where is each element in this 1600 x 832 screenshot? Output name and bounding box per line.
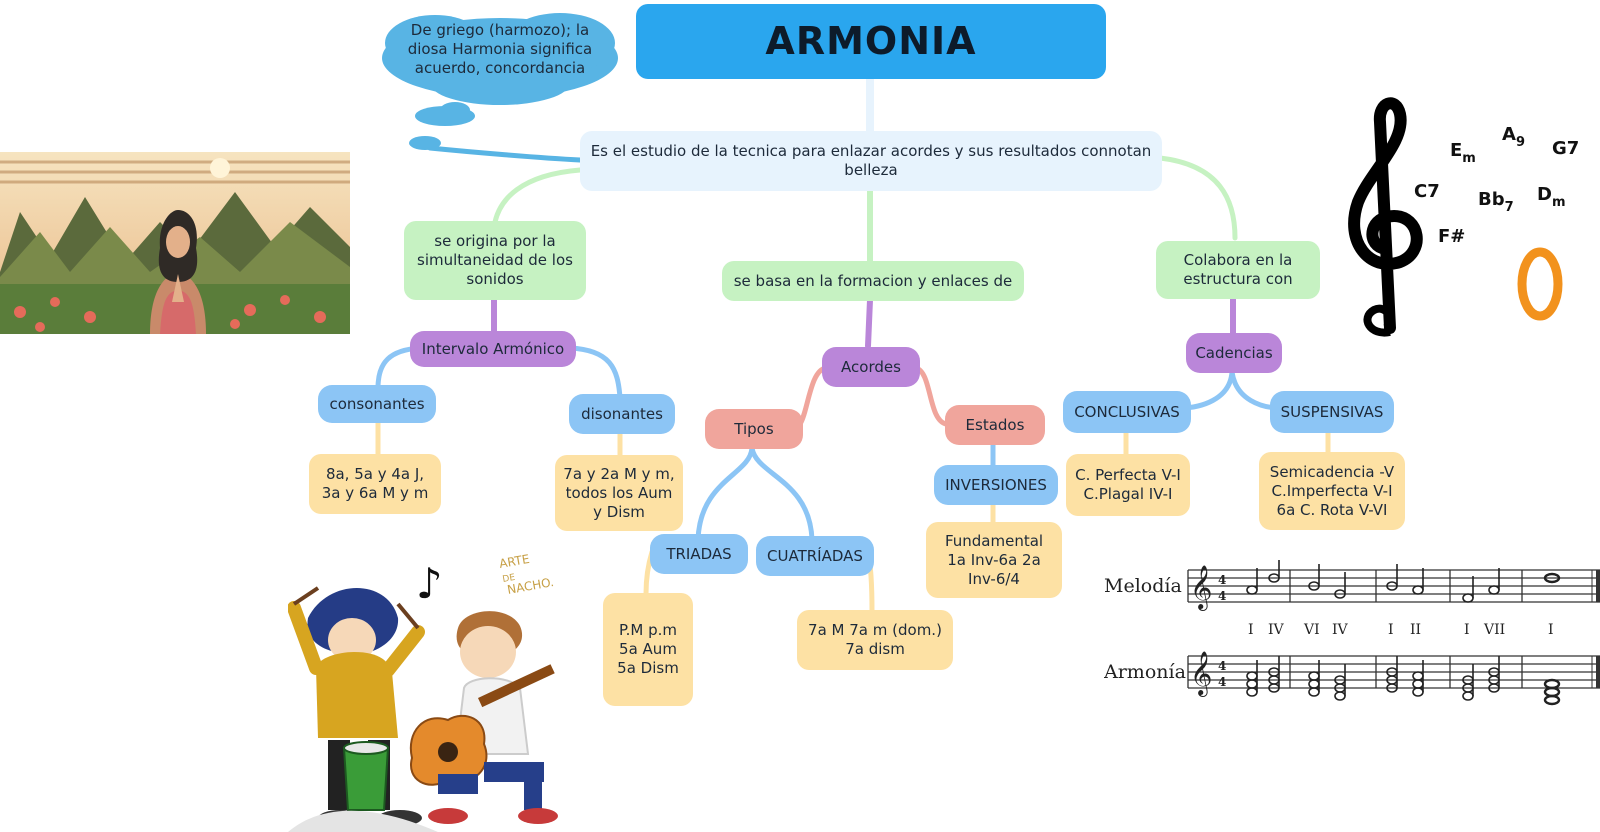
tipos-node[interactable]: Tipos — [705, 409, 803, 449]
svg-text:𝄞: 𝄞 — [1190, 651, 1212, 697]
disonantes-detail[interactable]: 7a y 2a M y m, todos los Aum y Dism — [555, 455, 683, 531]
triadas-node[interactable]: TRIADAS — [650, 534, 748, 574]
consonantes-detail[interactable]: 8a, 5a y 4a J, 3a y 6a M y m — [309, 454, 441, 514]
svg-text:4: 4 — [1218, 675, 1226, 689]
basis-node[interactable]: se basa en la formacion y enlaces de — [722, 261, 1024, 301]
origin-node[interactable]: se origina por la simultaneidad de los s… — [404, 221, 586, 300]
chord-g7: G7 — [1552, 138, 1579, 159]
suspensivas-detail[interactable]: Semicadencia -V C.Imperfecta V-I 6a C. R… — [1259, 452, 1405, 530]
chord-em: Em — [1450, 140, 1476, 166]
chord-a9: A9 — [1502, 124, 1525, 150]
page-title[interactable]: ARMONIA — [636, 4, 1106, 79]
orange-ring — [1517, 247, 1563, 321]
triadas-detail[interactable]: P.M p.m 5a Aum 5a Dism — [603, 593, 693, 706]
numeral-5: I — [1388, 622, 1394, 638]
cuatriadas-node[interactable]: CUATRÍADAS — [756, 536, 874, 576]
chord-c7: C7 — [1414, 181, 1440, 202]
treble-clef-chords-image: Em A9 G7 C7 Bb7 Dm F# — [1348, 97, 1579, 337]
chord-dm: Dm — [1537, 184, 1566, 210]
conclusivas-node[interactable]: CONCLUSIVAS — [1063, 391, 1191, 433]
colabora-node[interactable]: Colabora en la estructura con — [1156, 241, 1320, 299]
numeral-2: IV — [1268, 622, 1285, 638]
cartoon-musicians-image: ARTE DE NACHO. ♪ — [288, 552, 558, 832]
acordes-node[interactable]: Acordes — [822, 347, 920, 387]
svg-text:DE: DE — [502, 573, 516, 585]
harmony-score-image: Melodía Armonía 𝄞 𝄞 4 4 4 4 — [1104, 560, 1600, 706]
chord-bb7: Bb7 — [1478, 189, 1514, 215]
definition-node[interactable]: Es el estudio de la tecnica para enlazar… — [580, 131, 1162, 191]
numeral-7: I — [1464, 622, 1470, 638]
chord-fsharp: F# — [1438, 226, 1465, 247]
estados-node[interactable]: Estados — [945, 405, 1045, 445]
svg-text:𝄞: 𝄞 — [1190, 565, 1212, 611]
numeral-3: VI — [1303, 622, 1320, 638]
disonantes-node[interactable]: disonantes — [569, 394, 675, 434]
numeral-9: I — [1548, 622, 1554, 638]
numeral-6: II — [1410, 622, 1421, 638]
svg-text:4: 4 — [1218, 659, 1226, 673]
goddess-harmonia-image — [0, 152, 350, 334]
inversiones-detail[interactable]: Fundamental 1a Inv-6a 2a Inv-6/4 — [926, 522, 1062, 598]
numeral-4: IV — [1332, 622, 1349, 638]
score-label-armonia: Armonía — [1104, 661, 1186, 683]
comic-signature: ARTE — [498, 552, 531, 571]
cuatriadas-detail[interactable]: 7a M 7a m (dom.) 7a dism — [797, 610, 953, 670]
numeral-8: VII — [1483, 622, 1505, 638]
conclusivas-detail[interactable]: C. Perfecta V-I C.Plagal IV-I — [1066, 454, 1190, 516]
numeral-1: I — [1248, 622, 1254, 638]
suspensivas-node[interactable]: SUSPENSIVAS — [1270, 391, 1394, 433]
consonantes-node[interactable]: consonantes — [318, 385, 436, 423]
thought-cloud — [382, 13, 618, 150]
svg-text:4: 4 — [1218, 589, 1226, 603]
score-label-melodia: Melodía — [1104, 575, 1182, 597]
svg-text:4: 4 — [1218, 573, 1226, 587]
music-note-icon: ♪ — [416, 559, 443, 608]
inversiones-node[interactable]: INVERSIONES — [934, 465, 1058, 505]
etymology-text: De griego (harmozo); la diosa Harmonia s… — [407, 20, 593, 77]
interval-node[interactable]: Intervalo Armónico — [410, 331, 576, 367]
cadencias-node[interactable]: Cadencias — [1186, 333, 1282, 373]
